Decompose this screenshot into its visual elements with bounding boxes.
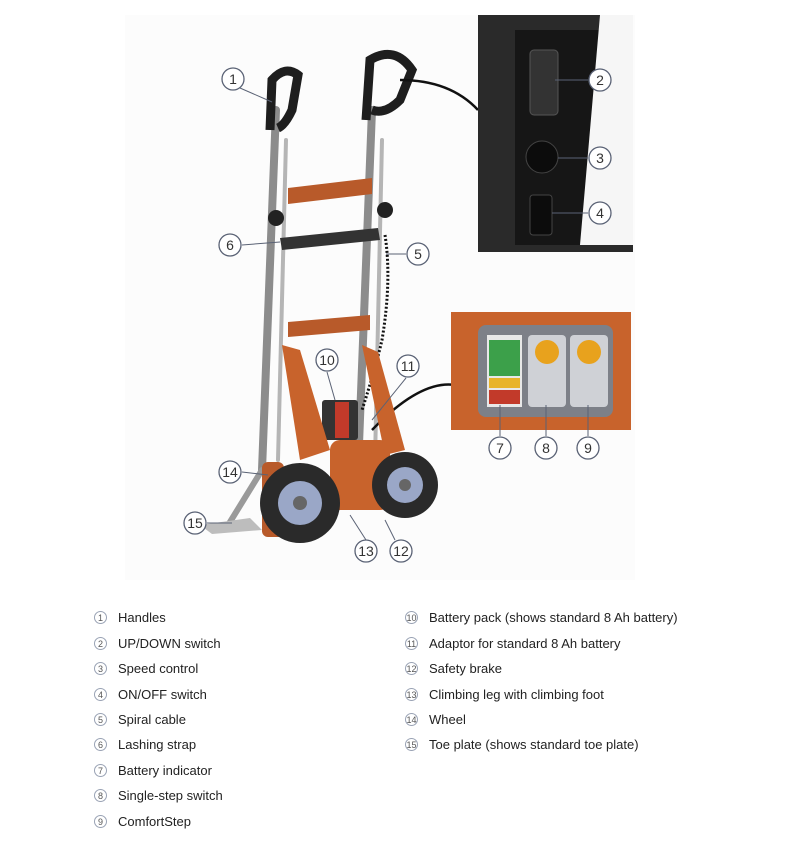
- legend-number: 3: [94, 661, 107, 675]
- legend-label: Handles: [118, 609, 166, 625]
- legend-item: 4 ON/OFF switch: [94, 685, 207, 703]
- legend-label: ON/OFF switch: [118, 686, 207, 702]
- legend-item: 11 Adaptor for standard 8 Ah battery: [405, 634, 621, 652]
- svg-text:3: 3: [596, 150, 604, 166]
- legend-label: Safety brake: [429, 660, 502, 676]
- legend-item: 10 Battery pack (shows standard 8 Ah batt…: [405, 608, 678, 626]
- legend-item: 1 Handles: [94, 608, 166, 626]
- strap-knob: [377, 202, 393, 218]
- speed-control-knob: [525, 140, 559, 174]
- legend-item: 15 Toe plate (shows standard toe plate): [405, 735, 639, 753]
- legend-number: 6: [94, 737, 107, 751]
- svg-text:6: 6: [226, 237, 234, 253]
- legend-item: 3 Speed control: [94, 659, 198, 677]
- legend-label: Toe plate (shows standard toe plate): [429, 736, 639, 752]
- callout-4: 4: [588, 201, 612, 225]
- callout-11: 11: [396, 354, 420, 378]
- legend-item: 2 UP/DOWN switch: [94, 634, 221, 652]
- legend-item: 14 Wheel: [405, 710, 466, 728]
- legend-item: 5 Spiral cable: [94, 710, 186, 728]
- legend-item: 7 Battery indicator: [94, 761, 212, 779]
- legend-number: 8: [94, 788, 107, 802]
- legend-label: Wheel: [429, 711, 466, 727]
- callout-9: 9: [576, 436, 600, 460]
- callout-14: 14: [218, 460, 242, 484]
- legend-number: 5: [94, 712, 107, 726]
- legend-number: 2: [94, 636, 107, 650]
- legend-item: 9 ComfortStep: [94, 812, 191, 830]
- callout-5: 5: [406, 242, 430, 266]
- legend-number: 7: [94, 763, 107, 777]
- legend-label: Climbing leg with climbing foot: [429, 686, 604, 702]
- legend-label: Lashing strap: [118, 736, 197, 752]
- handle-right: [361, 49, 418, 121]
- svg-text:14: 14: [222, 464, 238, 480]
- legend-label: UP/DOWN switch: [118, 635, 221, 651]
- climbing-leg: [282, 345, 330, 460]
- callout-6: 6: [218, 233, 242, 257]
- on-off-switch: [529, 194, 553, 236]
- svg-text:11: 11: [401, 358, 416, 374]
- legend-label: ComfortStep: [118, 813, 191, 829]
- callout-8: 8: [534, 436, 558, 460]
- legend-label: Battery pack (shows standard 8 Ah batter…: [429, 609, 678, 625]
- spiral-cable: [360, 234, 390, 411]
- straps: [280, 178, 380, 337]
- legend-number: 11: [405, 636, 418, 650]
- climbing-leg: [362, 345, 405, 455]
- legend-label: Speed control: [118, 660, 199, 676]
- legend-label: Adaptor for standard 8 Ah battery: [429, 635, 621, 651]
- legend-label: Spiral cable: [118, 711, 186, 727]
- hand-truck-frame: [200, 106, 384, 534]
- legend-item: 13 Climbing leg with climbing foot: [405, 685, 604, 703]
- legend-number: 9: [94, 814, 107, 828]
- callout-12: 12: [389, 539, 413, 563]
- legend-label: Battery indicator: [118, 762, 212, 778]
- callout-10: 10: [315, 348, 339, 372]
- svg-text:12: 12: [393, 543, 409, 559]
- up-down-switch: [529, 49, 559, 116]
- inset-control-panel: [451, 312, 631, 430]
- callout-7: 7: [488, 436, 512, 460]
- strap-knob: [268, 210, 284, 226]
- svg-text:5: 5: [414, 246, 422, 262]
- handle-left: [265, 66, 303, 133]
- svg-text:2: 2: [596, 72, 604, 88]
- legend-number: 10: [405, 610, 418, 624]
- svg-text:13: 13: [358, 543, 374, 559]
- leader-cable: [399, 78, 479, 111]
- legend-number: 15: [405, 737, 418, 751]
- legend-label: Single-step switch: [118, 787, 223, 803]
- svg-text:15: 15: [187, 515, 203, 531]
- callout-1: 1: [221, 67, 245, 91]
- callout-3: 3: [588, 146, 612, 170]
- legend-number: 12: [405, 661, 418, 675]
- svg-text:1: 1: [229, 71, 237, 87]
- leader-lines: [207, 79, 589, 541]
- legend-item: 6 Lashing strap: [94, 735, 196, 753]
- wheel-left: [260, 462, 340, 543]
- callout-15: 15: [183, 511, 207, 535]
- svg-text:4: 4: [596, 205, 604, 221]
- wheel-right: [372, 452, 438, 518]
- svg-text:7: 7: [496, 440, 504, 456]
- legend-number: 4: [94, 687, 107, 701]
- callout-13: 13: [354, 539, 378, 563]
- legend-item: 8 Single-step switch: [94, 786, 223, 804]
- legend-number: 1: [94, 610, 107, 624]
- legend-number: 13: [405, 687, 418, 701]
- legend-item: 12 Safety brake: [405, 659, 502, 677]
- battery-label: [335, 402, 349, 438]
- svg-text:9: 9: [584, 440, 592, 456]
- stair-climber-diagram: 1 2 3 4 5 6 7 8 9 10 11 12 13 14 15: [183, 15, 633, 563]
- svg-text:10: 10: [319, 352, 335, 368]
- callout-2: 2: [588, 68, 612, 92]
- svg-text:8: 8: [542, 440, 550, 456]
- legend-number: 14: [405, 712, 418, 726]
